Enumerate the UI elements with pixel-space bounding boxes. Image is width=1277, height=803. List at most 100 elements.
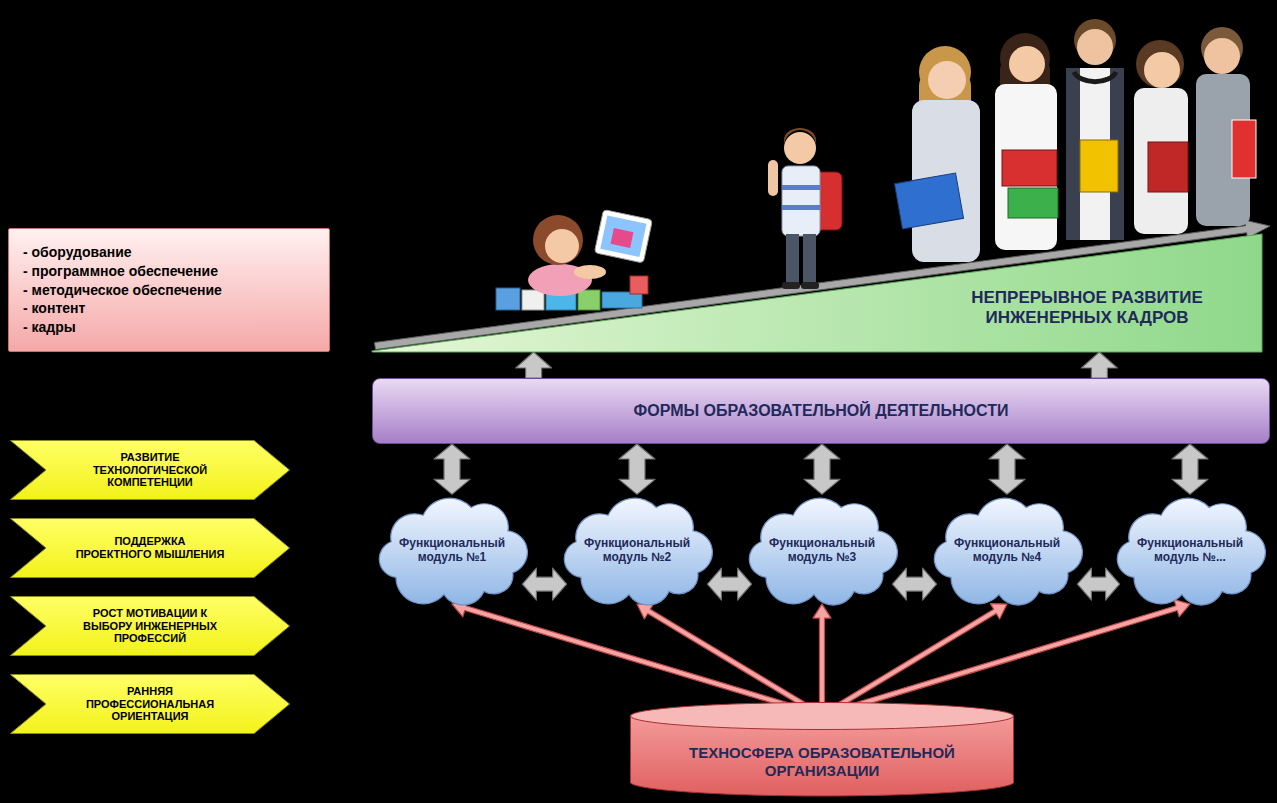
- boy-leg: [786, 234, 799, 284]
- toy-block: [630, 276, 648, 294]
- resource-list-box: - оборудование- программное обеспечение-…: [8, 228, 330, 352]
- boy-arm: [768, 160, 778, 196]
- teen-face: [1144, 52, 1180, 88]
- book: [1232, 120, 1256, 178]
- node-label: Функциональный модуль №4: [942, 536, 1072, 565]
- text-group: ТЕХНОСФЕРА ОБРАЗОВАТЕЛЬНОЙ ОРГАНИЗАЦИИ: [662, 744, 982, 780]
- toy-block: [522, 290, 544, 310]
- node-label: РАННЯЯ ПРОФЕССИОНАЛЬНАЯ ОРИЕНТАЦИЯ: [75, 685, 225, 723]
- module-cloud: Функциональный модуль №3: [742, 492, 902, 610]
- book: [1008, 188, 1058, 218]
- chevron-outline: [11, 519, 290, 578]
- text-group: Функциональный модуль №...: [1125, 536, 1255, 565]
- teen-face: [928, 61, 966, 99]
- goal-chevron: РАННЯЯ ПРОФЕССИОНАЛЬНАЯ ОРИЕНТАЦИЯ: [10, 674, 290, 734]
- node-label: Функциональный модуль №1: [387, 536, 517, 565]
- connector-arrow: [989, 444, 1025, 494]
- teen-torso: [1066, 68, 1124, 240]
- text-group: Функциональный модуль №4: [942, 536, 1072, 565]
- text-group: Функциональный модуль №2: [572, 536, 702, 565]
- text-group: НЕПРЕРЫВНОЕ РАЗВИТИЕ ИНЖЕНЕРНЫХ КАДРОВ: [962, 288, 1212, 329]
- ramp-fill: [372, 234, 1262, 352]
- boy-face: [784, 132, 816, 164]
- headphones: [1074, 72, 1116, 82]
- connector-arrow: [1081, 352, 1117, 378]
- toy-block: [496, 288, 520, 310]
- node-label: Функциональный модуль №2: [572, 536, 702, 565]
- growth-ramp: НЕПРЕРЫВНОЕ РАЗВИТИЕ ИНЖЕНЕРНЫХ КАДРОВ: [372, 228, 1270, 352]
- child-face: [545, 229, 579, 263]
- teen-torso: [1134, 88, 1188, 234]
- teen-group: [894, 19, 1256, 262]
- activity-band: ФОРМЫ ОБРАЗОВАТЕЛЬНОЙ ДЕЯТЕЛЬНОСТИ: [372, 378, 1270, 444]
- connector-arrow: [637, 604, 823, 718]
- child-figure: [496, 210, 652, 310]
- module-cloud: Функциональный модуль №2: [557, 492, 717, 610]
- cloud-outline: [934, 498, 1082, 605]
- boy-figure: [768, 128, 842, 289]
- list-item: - оборудование: [23, 243, 132, 262]
- connector-arrow: [434, 444, 470, 494]
- teen-jacket: [1066, 68, 1080, 240]
- cloud-outline: [1117, 498, 1265, 605]
- goal-chevron: ПОДДЕРЖКА ПРОЕКТНОГО МЫШЛЕНИЯ: [10, 518, 290, 578]
- toy-block: [578, 290, 600, 310]
- connector-arrow: [619, 444, 655, 494]
- chevron-outline: [11, 675, 290, 734]
- list-item: - контент: [23, 299, 85, 318]
- goal-chevron: РОСТ МОТИВАЦИИ К ВЫБОРУ ИНЖЕНЕРНЫХ ПРОФЕ…: [10, 596, 290, 656]
- boy-shoe: [801, 282, 819, 289]
- technosphere-cylinder: ТЕХНОСФЕРА ОБРАЗОВАТЕЛЬНОЙ ОРГАНИЗАЦИИ: [630, 702, 1014, 798]
- book: [1002, 150, 1057, 186]
- shirt-stripe: [782, 185, 820, 190]
- list-item: - кадры: [23, 318, 76, 337]
- chevron-outline: [11, 597, 290, 656]
- text-group: Функциональный модуль №3: [757, 536, 887, 565]
- child-hair: [533, 215, 583, 265]
- text-group: ФОРМЫ ОБРАЗОВАТЕЛЬНОЙ ДЕЯТЕЛЬНОСТИ: [391, 401, 1251, 420]
- connector-arrow: [1172, 444, 1208, 494]
- node-label: ТЕХНОСФЕРА ОБРАЗОВАТЕЛЬНОЙ ОРГАНИЗАЦИИ: [662, 744, 982, 780]
- tablet-frame: [594, 210, 652, 263]
- module-cloud: Функциональный модуль №1: [372, 492, 532, 610]
- cloud-outline: [379, 498, 527, 605]
- tablet-picture: [611, 228, 634, 248]
- teen-torso: [995, 84, 1057, 250]
- list-item: - методическое обеспечение: [23, 281, 222, 300]
- connector-arrow: [813, 604, 831, 715]
- teen-face: [1077, 29, 1113, 65]
- boy-leg: [803, 234, 816, 284]
- connector-arrow: [821, 604, 1007, 718]
- connector-arrow: [707, 568, 751, 600]
- boy-shoe: [782, 282, 800, 289]
- connector-arrow: [821, 600, 1190, 718]
- text-group: Функциональный модуль №1: [387, 536, 517, 565]
- connector-arrow: [516, 352, 552, 378]
- module-cloud: Функциональный модуль №4: [927, 492, 1087, 610]
- tablet-screen: [600, 215, 646, 257]
- node-label: НЕПРЕРЫВНОЕ РАЗВИТИЕ ИНЖЕНЕРНЫХ КАДРОВ: [962, 288, 1212, 329]
- text-group: РАЗВИТИЕ ТЕХНОЛОГИЧЕСКОЙ КОМПЕТЕНЦИИ: [75, 451, 225, 489]
- child-arm: [574, 265, 606, 279]
- chevron-outline: [11, 441, 290, 500]
- cloud-outline: [749, 498, 897, 605]
- list-item: - программное обеспечение: [23, 262, 218, 281]
- node-label: Функциональный модуль №...: [1125, 536, 1255, 565]
- text-group: - оборудование- программное обеспечение-…: [23, 243, 222, 337]
- connector-arrow: [522, 568, 566, 600]
- book: [894, 173, 963, 229]
- goal-chevron: РАЗВИТИЕ ТЕХНОЛОГИЧЕСКОЙ КОМПЕТЕНЦИИ: [10, 440, 290, 500]
- node-label: РАЗВИТИЕ ТЕХНОЛОГИЧЕСКОЙ КОМПЕТЕНЦИИ: [75, 451, 225, 489]
- connector-arrow: [1077, 568, 1119, 600]
- tablet: [594, 210, 652, 263]
- text-group: РАННЯЯ ПРОФЕССИОНАЛЬНАЯ ОРИЕНТАЦИЯ: [75, 685, 225, 723]
- node-label: РОСТ МОТИВАЦИИ К ВЫБОРУ ИНЖЕНЕРНЫХ ПРОФЕ…: [75, 607, 225, 645]
- teen-hair: [1136, 40, 1184, 88]
- teen-face: [1204, 38, 1240, 74]
- book: [1080, 140, 1118, 192]
- book: [1148, 142, 1188, 192]
- node-label: ФОРМЫ ОБРАЗОВАТЕЛЬНОЙ ДЕЯТЕЛЬНОСТИ: [634, 401, 1009, 420]
- module-cloud: Функциональный модуль №...: [1110, 492, 1270, 610]
- boy-shirt: [782, 166, 820, 236]
